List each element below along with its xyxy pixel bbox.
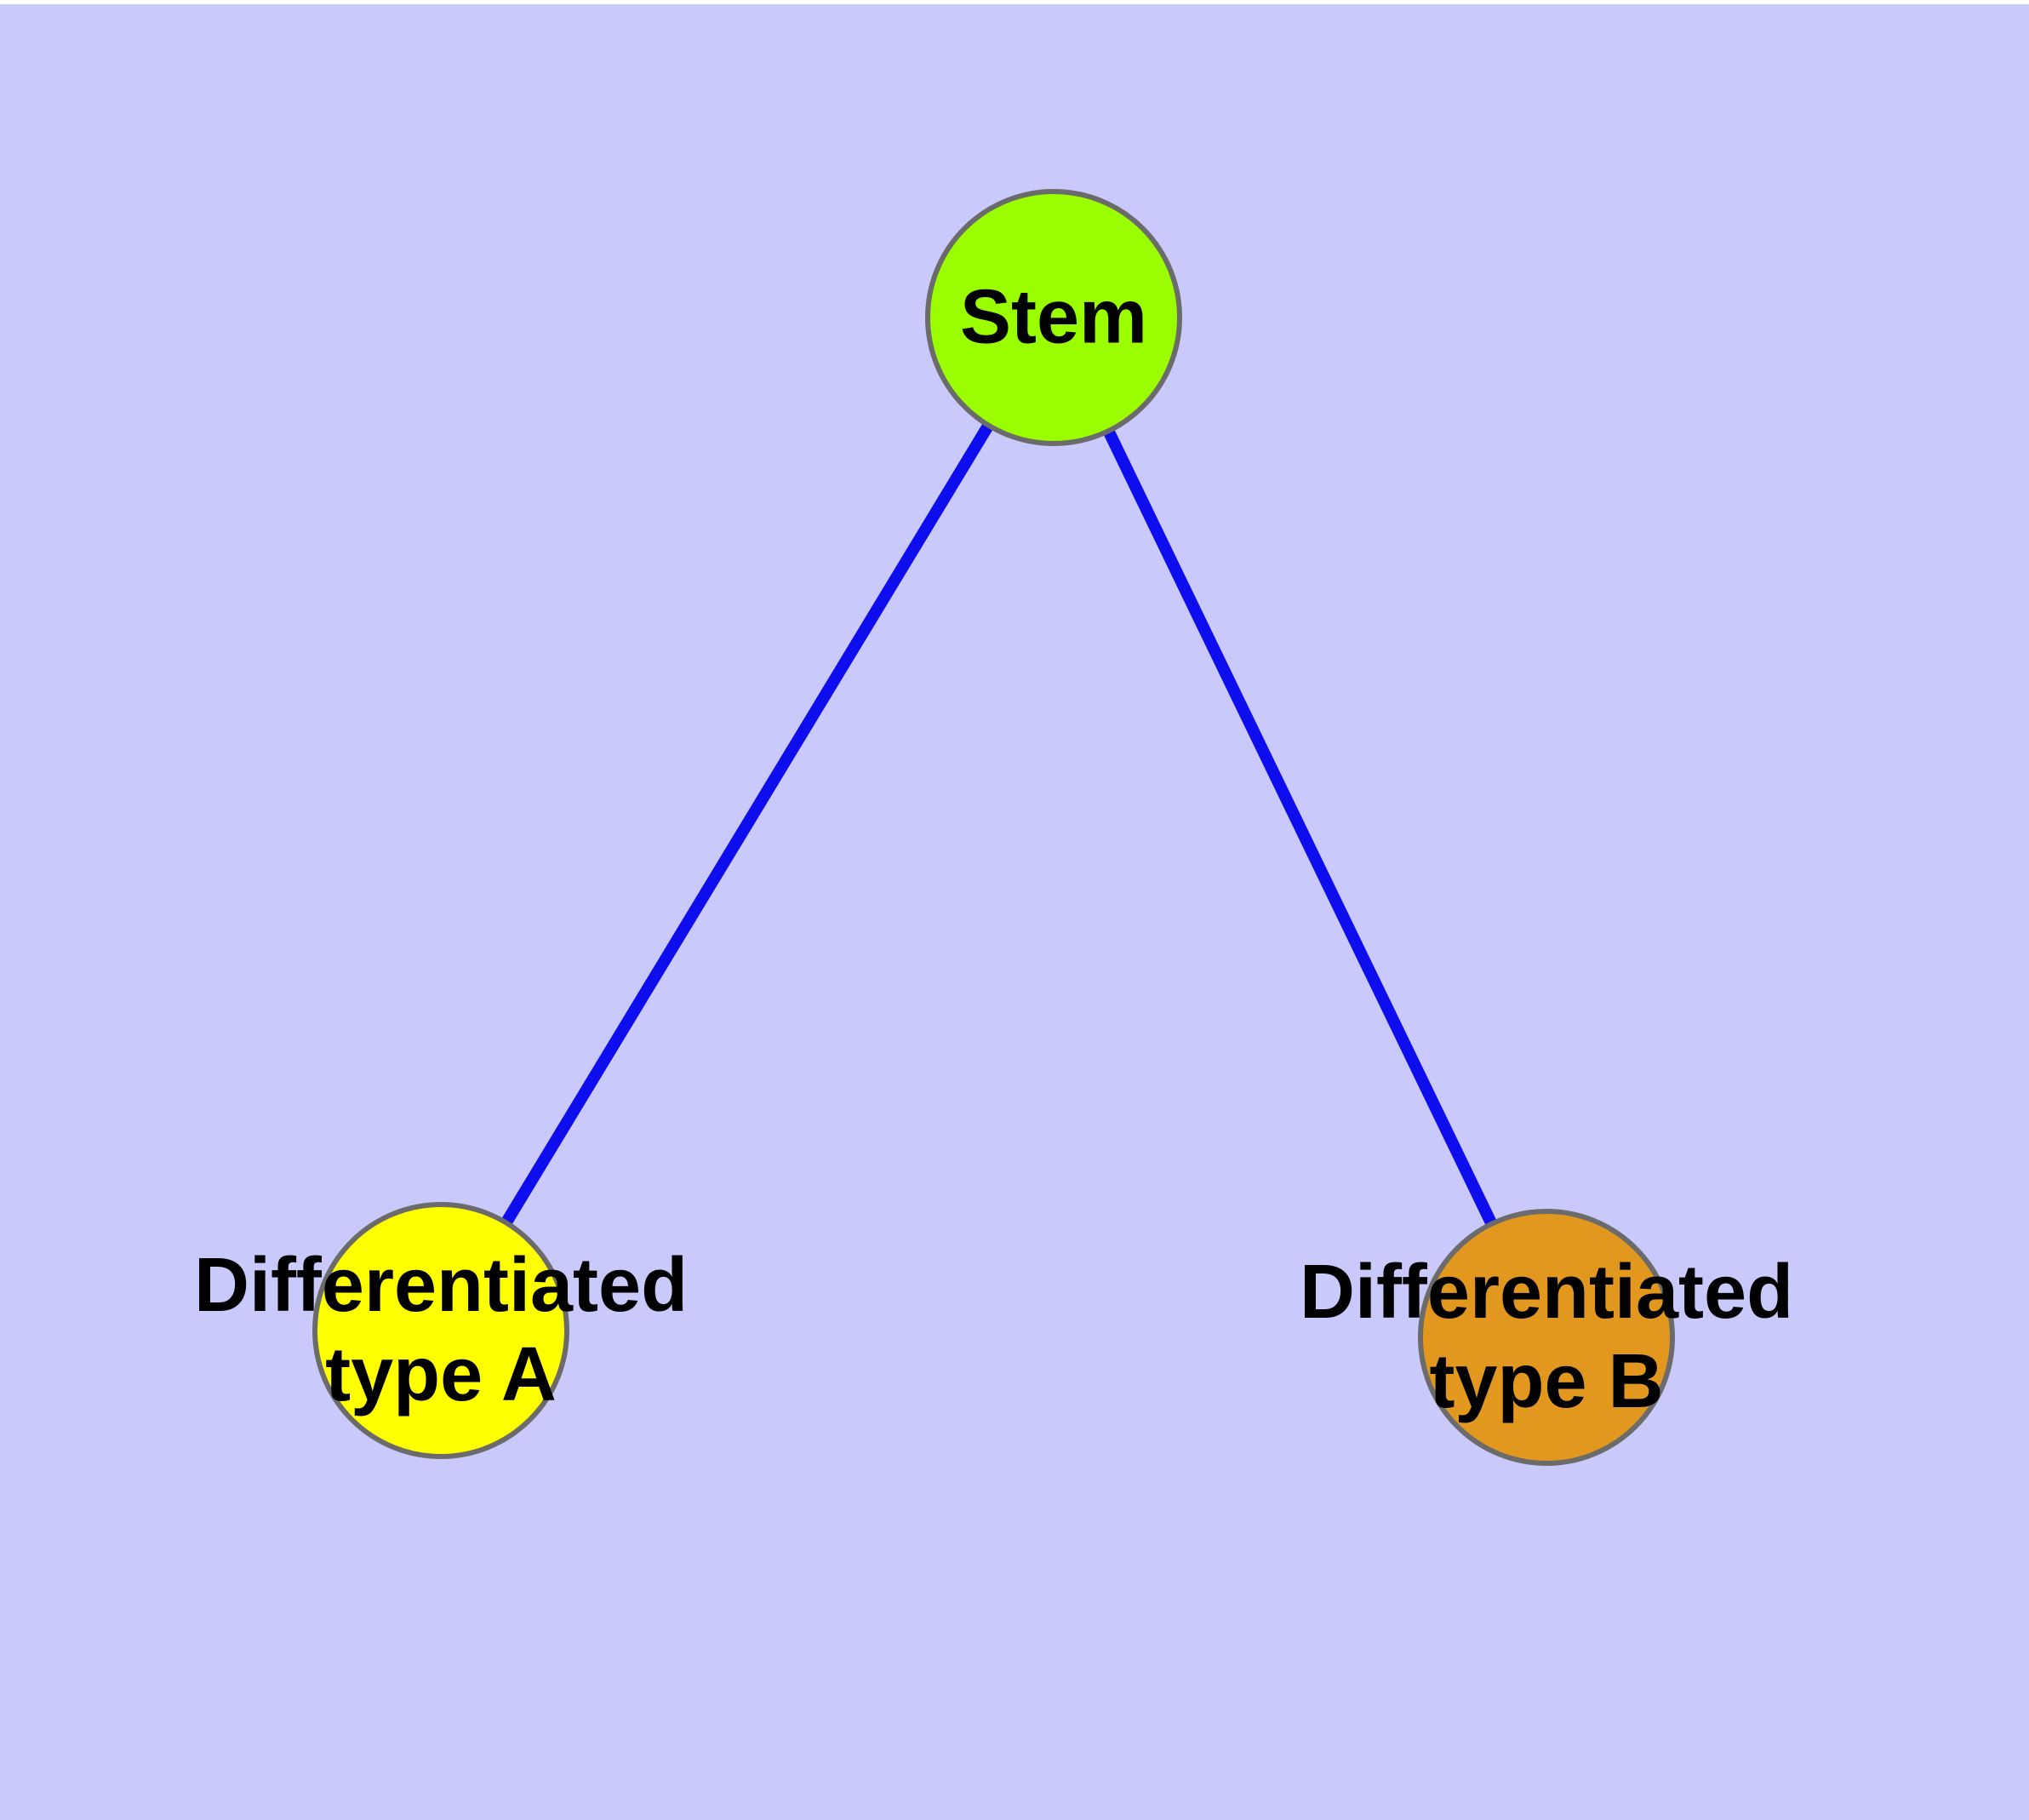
node-stem-circle xyxy=(925,189,1182,446)
top-margin xyxy=(0,0,2029,4)
node-type-b-circle xyxy=(1418,1209,1675,1466)
node-type-b-label: Differentiated type B xyxy=(1299,1250,1794,1424)
edge-stem-to-type-a xyxy=(436,314,1059,1334)
node-stem-label: Stem xyxy=(959,274,1148,360)
node-type-a-circle xyxy=(312,1202,569,1459)
node-type-a-label: Differentiated type A xyxy=(193,1243,689,1417)
edge-stem-to-type-b xyxy=(1048,314,1552,1341)
